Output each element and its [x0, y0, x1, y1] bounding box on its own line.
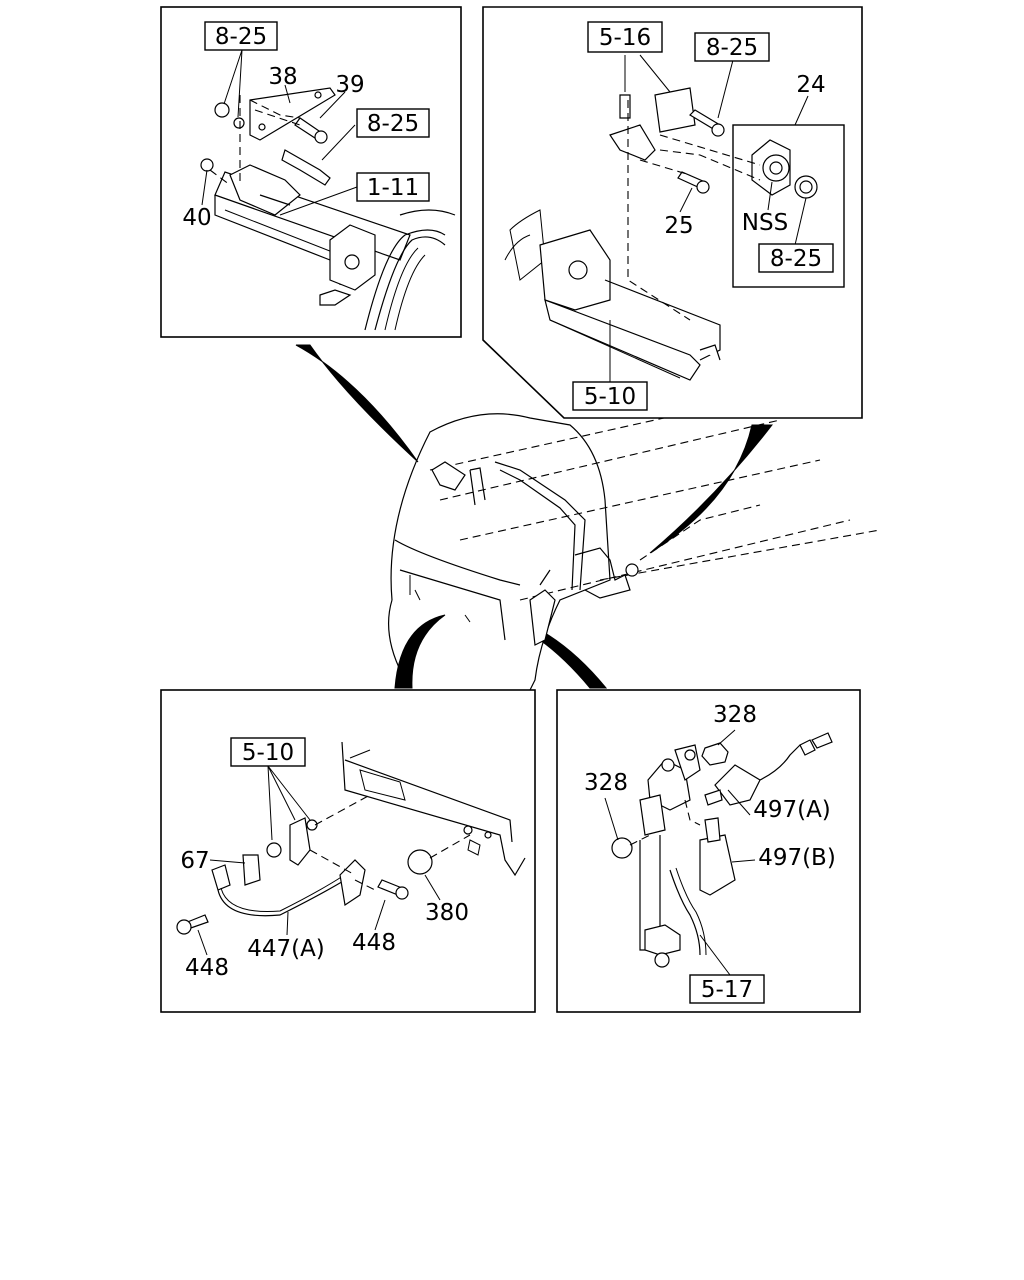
- truck-cab-overview: [295, 344, 881, 691]
- part-25-label: 25: [664, 213, 693, 239]
- part-497a-label: 497(A): [753, 797, 831, 823]
- detail-panel-top-right: 5-16 8-25 5-10 8-25 24 25 NSS: [482, 6, 863, 419]
- ref-8-25-nut: 8-25: [215, 24, 267, 50]
- part-448-right-label: 448: [352, 930, 396, 956]
- callout-wedge-bottom-right: [539, 629, 608, 689]
- ref-5-10-frame: 5-10: [584, 384, 636, 410]
- callout-wedge-bottom-left: [394, 614, 446, 689]
- ref-5-16-bracket: 5-16: [599, 25, 651, 51]
- part-380-label: 380: [425, 900, 469, 926]
- part-328-left-label: 328: [584, 770, 628, 796]
- detail-panel-top-left: 8-25 8-25 1-11 38 39 40: [160, 6, 462, 338]
- part-nss-label: NSS: [742, 210, 788, 236]
- ref-8-25-connector: 8-25: [706, 35, 758, 61]
- part-447a-label: 447(A): [247, 936, 325, 962]
- part-40-label: 40: [182, 205, 211, 231]
- part-39-label: 39: [335, 72, 364, 98]
- part-328-top-label: 328: [713, 702, 757, 728]
- callout-wedge-top-left: [295, 344, 419, 463]
- part-38-label: 38: [268, 64, 297, 90]
- part-448-left-label: 448: [185, 955, 229, 981]
- ref-5-10-bracket: 5-10: [242, 740, 294, 766]
- callout-wedge-top-right: [649, 424, 774, 554]
- part-24-label: 24: [796, 72, 825, 98]
- part-497b-label: 497(B): [758, 845, 836, 871]
- ref-8-25-nss: 8-25: [770, 246, 822, 272]
- detail-panel-bottom-right: 5-17 328 328 497(A) 497(B): [556, 689, 861, 1013]
- ref-8-25-switch: 8-25: [367, 111, 419, 137]
- ref-1-11-bracket: 1-11: [367, 175, 419, 201]
- ref-5-17-column: 5-17: [701, 977, 753, 1003]
- detail-panel-bottom-left: 5-10 67 448 447(A) 448 380: [160, 689, 536, 1013]
- part-67-label: 67: [180, 848, 209, 874]
